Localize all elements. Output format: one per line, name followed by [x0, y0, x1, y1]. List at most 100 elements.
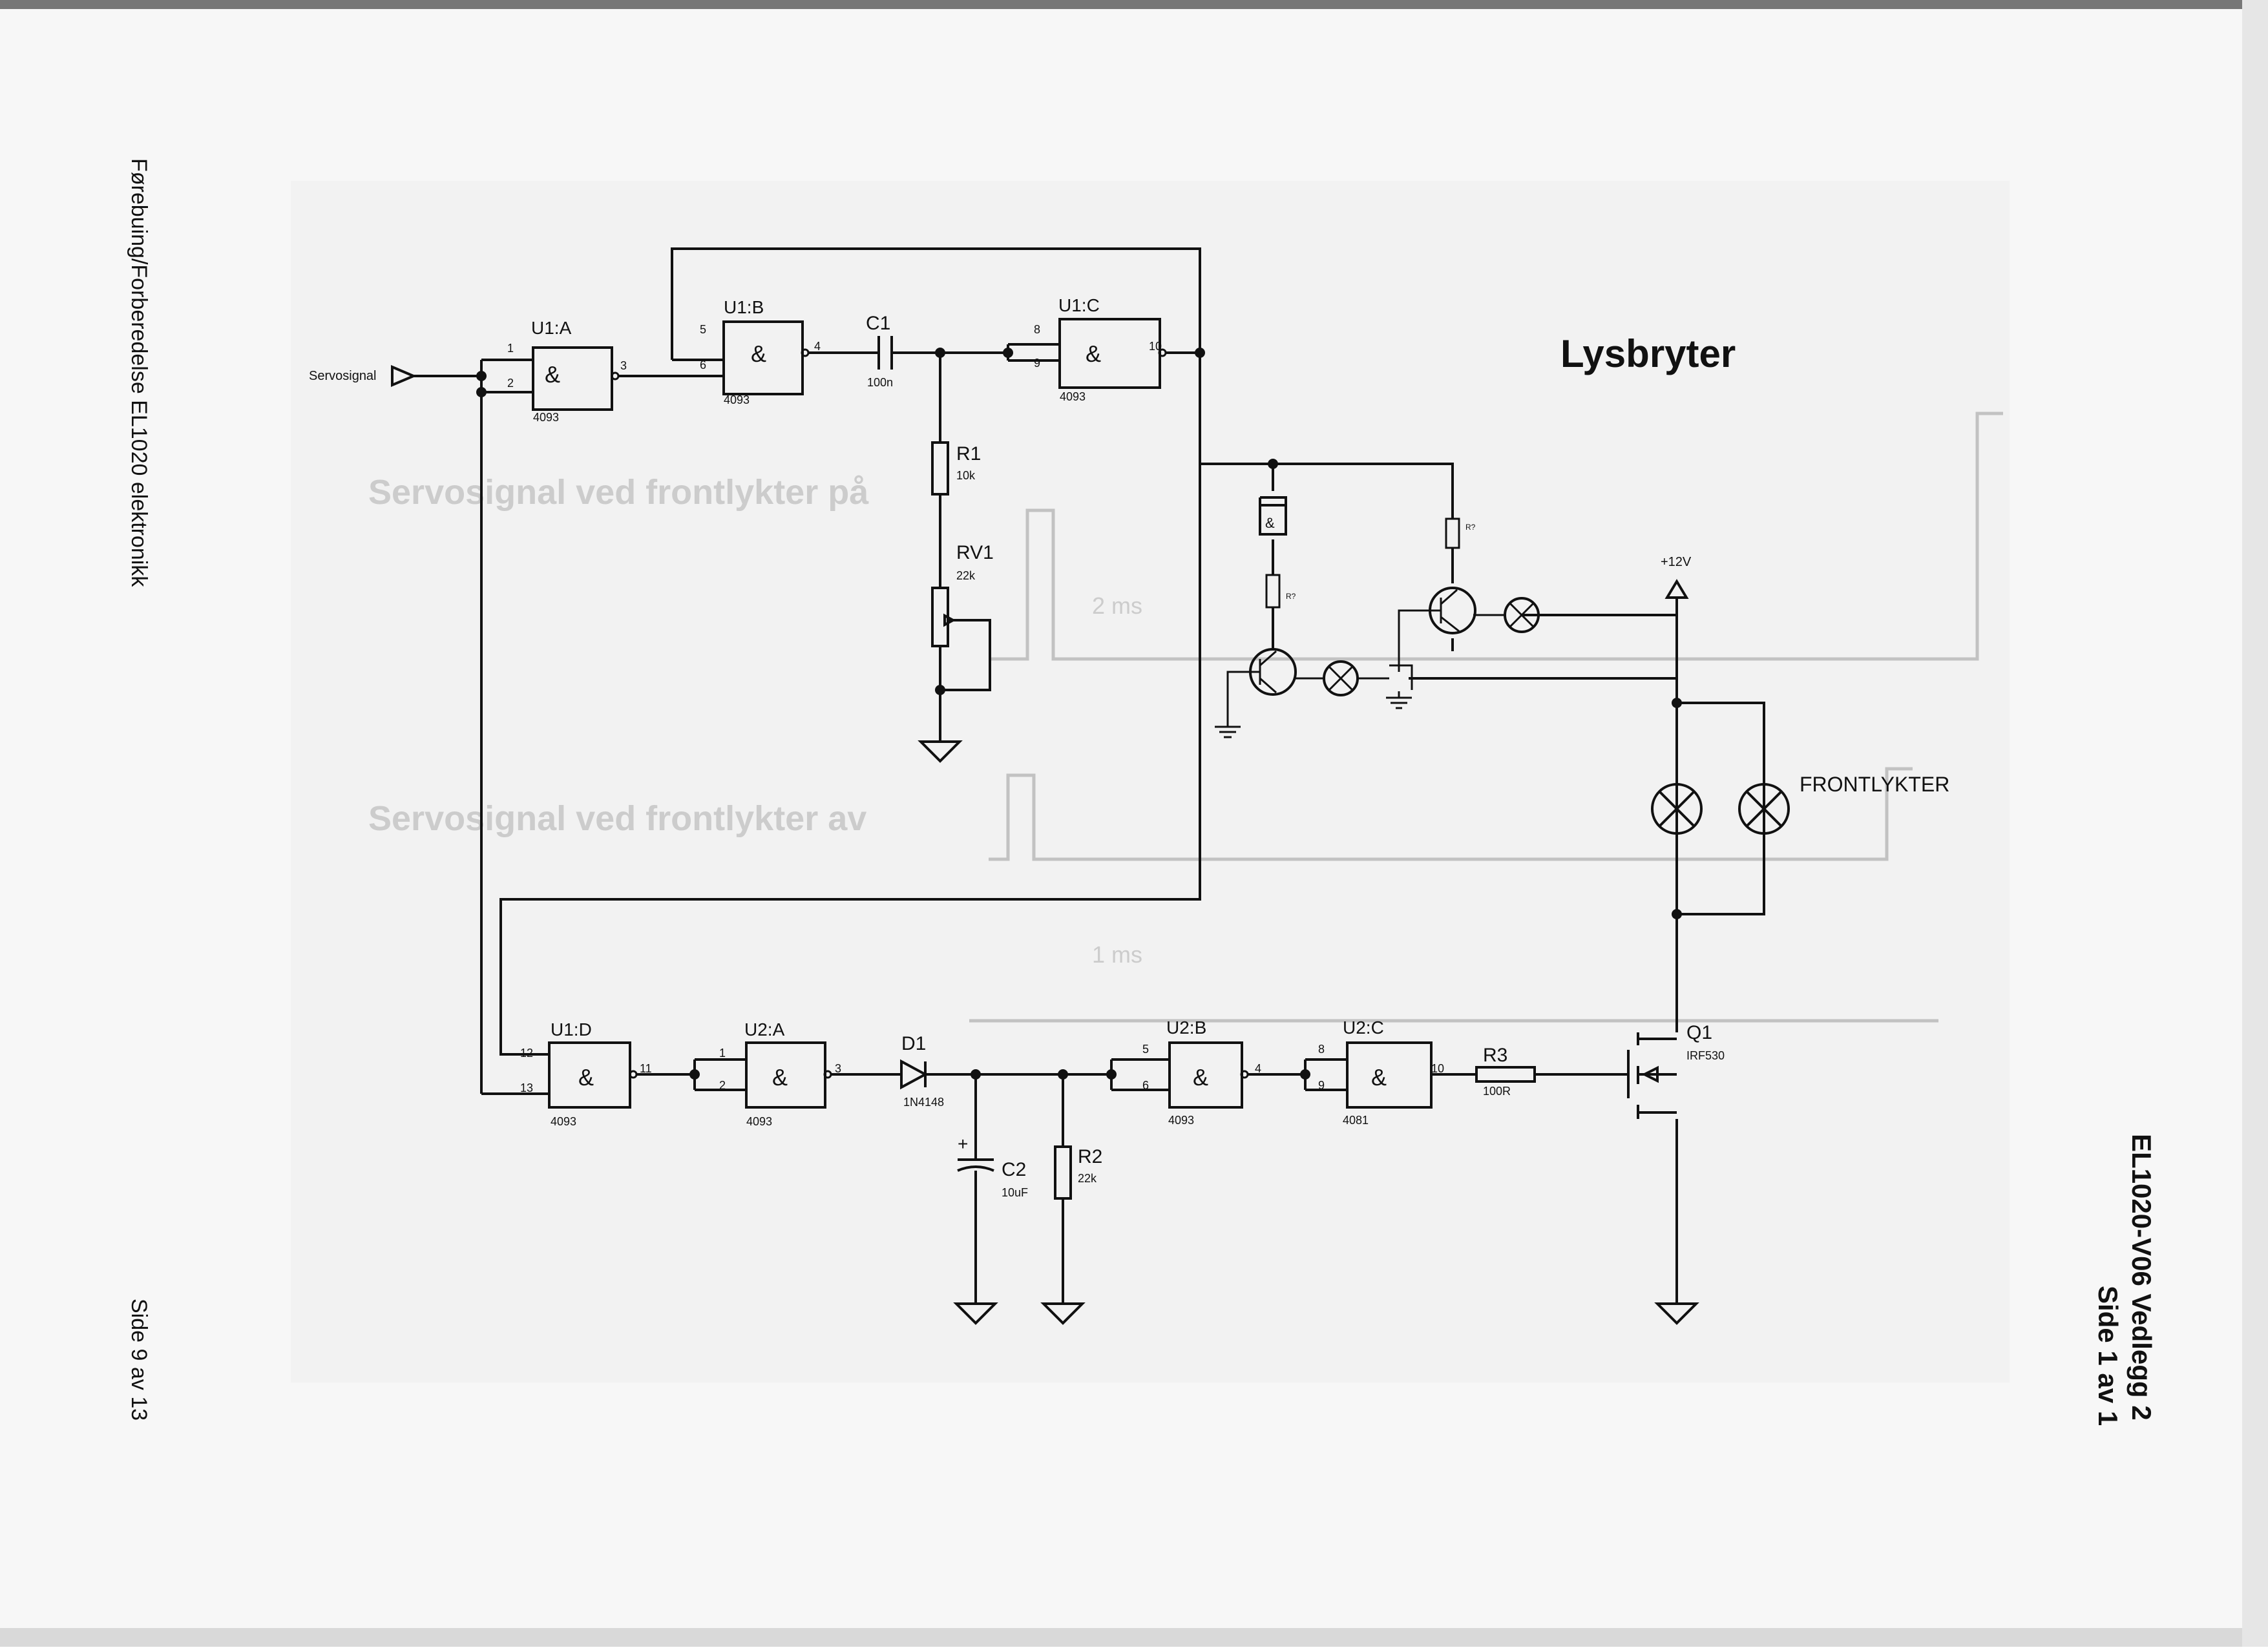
- gate-u1c-name: U1:C: [1058, 295, 1100, 315]
- svg-text:10: 10: [1149, 340, 1162, 353]
- resistor-r2: R2 22k: [1054, 1145, 1102, 1200]
- svg-text:4093: 4093: [1168, 1114, 1194, 1127]
- svg-text:+: +: [958, 1134, 968, 1154]
- servosignal-label: Servosignal: [309, 369, 377, 383]
- gate-u2b-name: U2:B: [1166, 1018, 1206, 1038]
- gate-u1d: & U1:D 4093 12 13 11: [520, 1019, 652, 1128]
- gate-u1b: & U1:B 4093 5 6 4: [700, 297, 821, 406]
- svg-text:10: 10: [1431, 1062, 1444, 1075]
- show-through-waveforms: Servosignal ved frontlykter på Servosign…: [368, 412, 2003, 1023]
- margin-title: Førebuing/Forberedelse EL1020 elektronik…: [127, 158, 151, 587]
- svg-text:5: 5: [700, 323, 706, 336]
- potentiometer-rv1: RV1 22k: [931, 542, 994, 647]
- svg-text:10k: 10k: [956, 469, 976, 482]
- svg-text:6: 6: [700, 359, 706, 371]
- svg-text:IRF530: IRF530: [1686, 1049, 1725, 1062]
- gate-u2c: & U2:C 4081 8 9 10: [1318, 1018, 1444, 1127]
- ground-r2: [1040, 1302, 1086, 1325]
- svg-text:&: &: [545, 361, 560, 388]
- svg-text:R?: R?: [1465, 523, 1476, 532]
- gate-u1a: & U1:A 4093 1 2 3: [507, 318, 627, 424]
- gate-u1a-name: U1:A: [531, 318, 572, 338]
- svg-text:C1: C1: [866, 313, 890, 334]
- svg-text:D1: D1: [901, 1033, 926, 1054]
- svg-text:5: 5: [1142, 1043, 1149, 1056]
- svg-text:&: &: [1265, 515, 1275, 531]
- capacitor-c2: + C2 10uF: [957, 1134, 1028, 1199]
- headlight-lamps: FRONTLYKTER: [1651, 773, 1949, 835]
- svg-text:C2: C2: [1002, 1159, 1026, 1180]
- svg-text:+12V: +12V: [1661, 555, 1692, 569]
- svg-text:8: 8: [1318, 1043, 1325, 1056]
- gate-u1d-name: U1:D: [551, 1019, 592, 1039]
- gate-u2a-name: U2:A: [744, 1019, 785, 1039]
- svg-text:11: 11: [640, 1062, 652, 1075]
- svg-text:100R: 100R: [1483, 1085, 1511, 1098]
- svg-text:4093: 4093: [724, 393, 750, 406]
- ghost-text-1: Servosignal ved frontlykter på: [368, 473, 869, 512]
- svg-text:R3: R3: [1483, 1045, 1507, 1066]
- svg-text:1: 1: [507, 342, 514, 355]
- svg-text:12: 12: [520, 1047, 533, 1060]
- gate-u1c: & U1:C 4093 8 9 10: [1027, 295, 1167, 403]
- gate-u1b-name: U1:B: [724, 297, 764, 317]
- svg-text:&: &: [1086, 340, 1101, 367]
- svg-text:&: &: [772, 1064, 788, 1091]
- svg-text:R1: R1: [956, 443, 981, 465]
- svg-text:&: &: [751, 340, 766, 367]
- doc-page: Side 1 av 1: [2093, 1286, 2123, 1426]
- svg-text:4093: 4093: [551, 1115, 576, 1128]
- servosignal-port: [391, 364, 417, 388]
- svg-text:100n: 100n: [867, 376, 893, 389]
- svg-text:&: &: [1371, 1064, 1387, 1091]
- junctions: [476, 348, 1682, 1080]
- gate-u2a: & U2:A 4093 1 2 3: [719, 1019, 841, 1128]
- indicator-circuit: & R? R?: [1215, 496, 1540, 738]
- svg-text:22k: 22k: [956, 569, 976, 582]
- vcc-12v: +12V: [1661, 555, 1692, 599]
- ground-rv1: [918, 740, 963, 763]
- svg-text:3: 3: [620, 359, 627, 372]
- svg-text:6: 6: [1142, 1079, 1149, 1092]
- svg-text:4: 4: [1255, 1062, 1261, 1075]
- svg-text:Q1: Q1: [1686, 1022, 1712, 1043]
- svg-text:R2: R2: [1078, 1146, 1102, 1167]
- ghost-text-t2: 1 ms: [1092, 941, 1142, 968]
- svg-text:22k: 22k: [1078, 1172, 1097, 1185]
- ghost-text-2: Servosignal ved frontlykter av: [368, 799, 866, 838]
- capacitor-c1: C1 100n: [866, 313, 893, 389]
- faint-background-image: [291, 181, 2010, 1383]
- svg-text:&: &: [578, 1064, 594, 1091]
- ground-c2: [953, 1302, 998, 1325]
- svg-text:4093: 4093: [533, 411, 559, 424]
- svg-text:R?: R?: [1286, 592, 1296, 601]
- ghost-text-t1: 2 ms: [1092, 592, 1142, 619]
- svg-text:9: 9: [1318, 1079, 1325, 1092]
- resistor-r1: R1 10k: [931, 441, 981, 496]
- gate-u2b: & U2:B 4093 5 6 4: [1142, 1018, 1261, 1127]
- svg-text:4093: 4093: [746, 1115, 772, 1128]
- svg-text:9: 9: [1034, 357, 1040, 370]
- ground-q1: [1654, 1302, 1699, 1325]
- svg-text:3: 3: [835, 1062, 841, 1075]
- wires: [414, 247, 1765, 1304]
- svg-text:8: 8: [1034, 323, 1040, 336]
- svg-text:13: 13: [520, 1081, 533, 1094]
- resistor-r3: R3 100R: [1475, 1045, 1536, 1098]
- gate-u2c-name: U2:C: [1343, 1018, 1384, 1038]
- svg-text:4093: 4093: [1060, 390, 1086, 403]
- diagram-title: Lysbryter: [1560, 332, 1736, 375]
- svg-text:2: 2: [719, 1079, 726, 1092]
- frontlykter-label: FRONTLYKTER: [1800, 773, 1949, 796]
- svg-text:RV1: RV1: [956, 542, 994, 563]
- page-number: Side 9 av 13: [127, 1299, 151, 1421]
- svg-text:1N4148: 1N4148: [903, 1096, 944, 1109]
- svg-text:2: 2: [507, 377, 514, 390]
- svg-text:4: 4: [814, 340, 821, 353]
- mosfet-q1: Q1 IRF530: [1627, 1022, 1725, 1119]
- svg-text:4081: 4081: [1343, 1114, 1369, 1127]
- diode-d1: D1 1N4148: [900, 1033, 944, 1109]
- svg-text:&: &: [1193, 1064, 1208, 1091]
